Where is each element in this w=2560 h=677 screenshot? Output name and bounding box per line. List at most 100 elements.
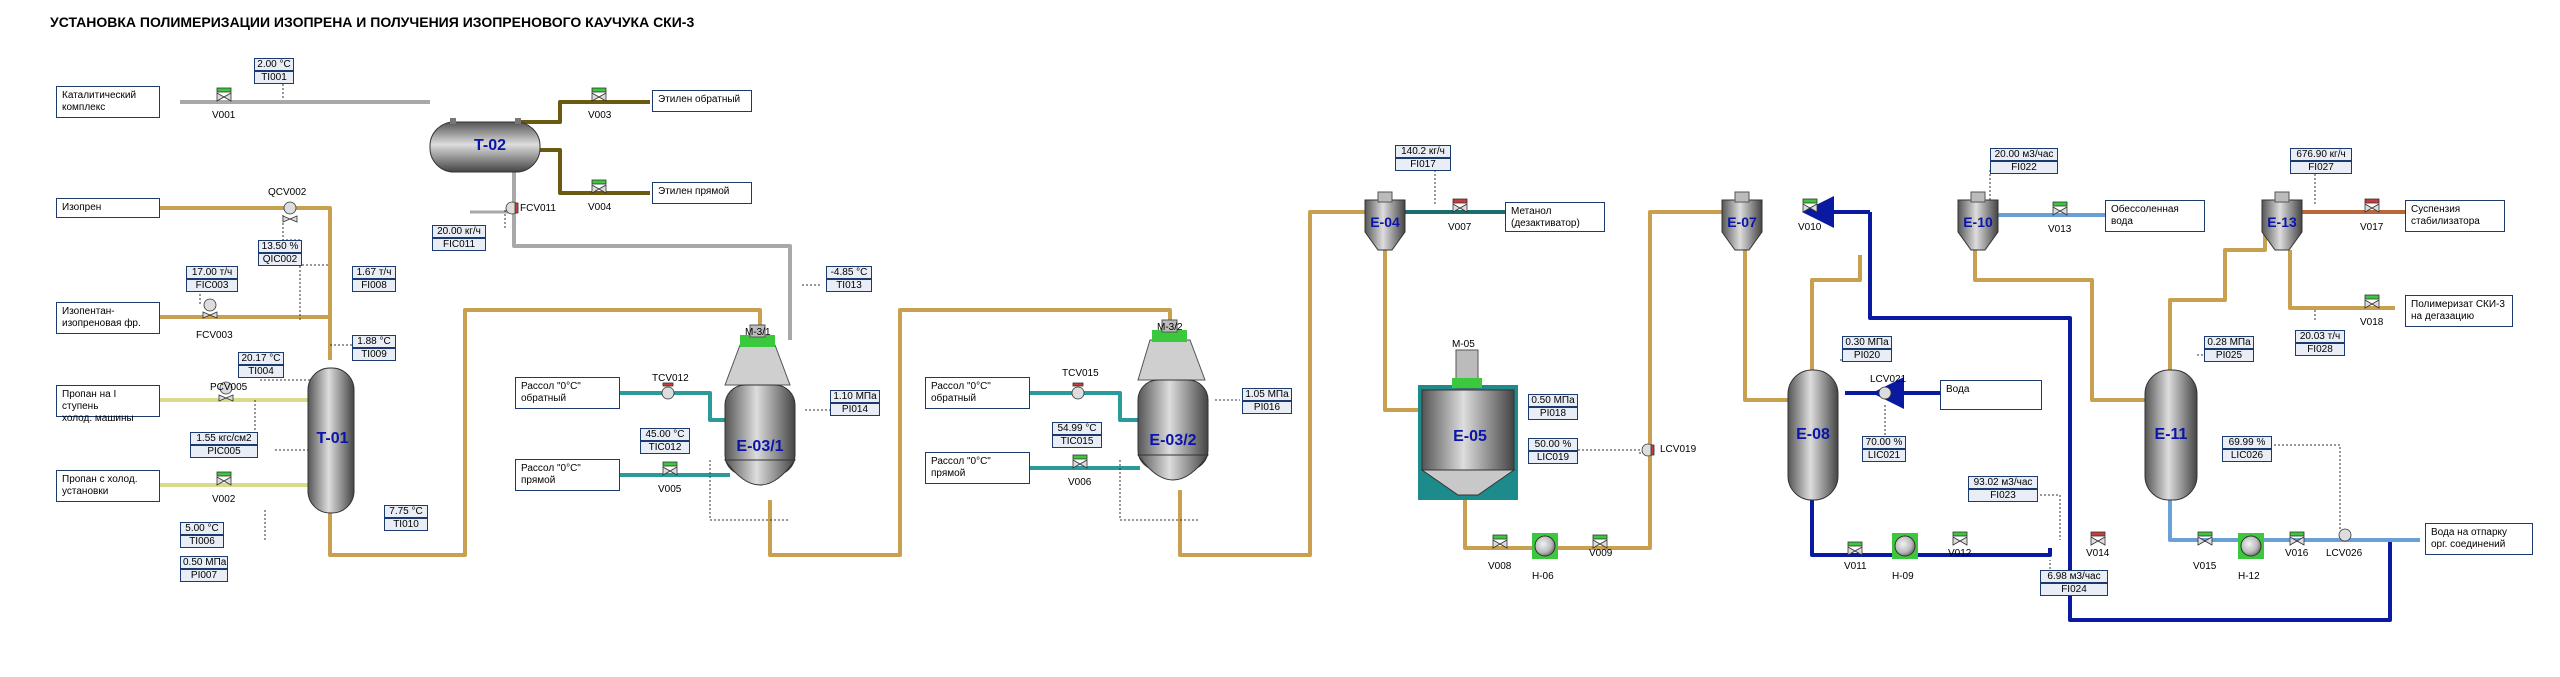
pipe-e13-out	[2288, 250, 2395, 310]
readout-fi017-value[interactable]: 140.2 кг/ч	[1395, 145, 1451, 158]
stream-suspension[interactable]: Суспензия стабилизатора	[2405, 200, 2505, 232]
valve-pcv005[interactable]: PCV005	[210, 382, 248, 393]
readout-pi014-value[interactable]: 1.10 МПа	[830, 390, 880, 403]
valve-tcv012[interactable]: TCV012	[652, 373, 689, 384]
stream-ethylene-direct[interactable]: Этилен прямой	[652, 182, 752, 204]
readout-lic019-value[interactable]: 50.00 %	[1528, 438, 1578, 451]
valve-fcv003[interactable]: FCV003	[196, 330, 233, 341]
valve-lcv021[interactable]: LCV021	[1870, 374, 1907, 385]
vessel-e05-label[interactable]: E-05	[1453, 428, 1487, 445]
valve-v007[interactable]: V007	[1448, 222, 1472, 233]
stream-brine-direct-2[interactable]: Рассол "0°С" прямой	[925, 452, 1030, 484]
vessel-e07-label[interactable]: E-07	[1727, 214, 1757, 230]
readout-pic005-tag: PIC005	[190, 445, 258, 458]
stream-catalyst[interactable]: Каталитический комплекс	[56, 86, 160, 118]
readout-pi016-value[interactable]: 1.05 МПа	[1242, 388, 1292, 401]
stream-demin-water[interactable]: Обессоленная вода	[2105, 200, 2205, 232]
readout-pi018-tag: PI018	[1528, 407, 1578, 420]
pipe-brine2-return	[1030, 391, 1140, 422]
readout-fic003-value[interactable]: 17.00 т/ч	[186, 266, 238, 279]
valve-v015[interactable]: V015	[2193, 561, 2217, 572]
valve-v002[interactable]: V002	[212, 494, 236, 505]
readout-ti001-value[interactable]: 2.00 °C	[254, 58, 294, 71]
readout-fi022-tag: FI022	[1990, 161, 2058, 174]
stream-water[interactable]: Вода	[1940, 380, 2042, 410]
readout-fi024-value[interactable]: 6.98 м3/час	[2040, 570, 2108, 583]
stream-propane2[interactable]: Пропан с холод. установки	[56, 470, 160, 502]
stream-to-stripping[interactable]: Вода на отпарку орг. соединений	[2425, 523, 2533, 555]
readout-fi023-value[interactable]: 93.02 м3/час	[1968, 476, 2038, 489]
readout-pi025-value[interactable]: 0.28 МПа	[2204, 336, 2254, 349]
valve-fcv011[interactable]: FCV011	[520, 203, 556, 214]
vessel-e032-label[interactable]: E-03/2	[1149, 432, 1197, 449]
vessel-e13-label[interactable]: E-13	[2267, 214, 2297, 230]
valve-v012[interactable]: V012	[1948, 548, 1972, 559]
readout-ti010-value[interactable]: 7.75 °C	[384, 505, 428, 518]
stream-propane1[interactable]: Пропан на I ступень холод. машины	[56, 385, 160, 424]
valve-v009[interactable]: V009	[1589, 548, 1613, 559]
stream-isoprene[interactable]: Изопрен	[56, 198, 160, 218]
valve-v010[interactable]: V010	[1798, 222, 1822, 233]
pipe-e04-e05	[1383, 250, 1420, 412]
valve-v003[interactable]: V003	[588, 110, 612, 121]
readout-ti006-value[interactable]: 5.00 °C	[180, 522, 224, 535]
readout-ti013-tag: TI013	[826, 279, 872, 292]
vessel-e08-label[interactable]: E-08	[1796, 426, 1830, 443]
readout-qic002-value[interactable]: 13.50 %	[258, 240, 302, 253]
valve-v013[interactable]: V013	[2048, 224, 2072, 235]
valve-v001[interactable]: V001	[212, 110, 236, 121]
vessel-t02-label[interactable]: T-02	[473, 137, 506, 154]
stream-methanol[interactable]: Метанол (дезактиватор)	[1505, 202, 1605, 232]
vessel-e10-label[interactable]: E-10	[1963, 214, 1993, 230]
stream-brine-return-1[interactable]: Рассол "0°С" обратный	[515, 377, 620, 409]
readout-pi007-value[interactable]: 0.50 МПа	[180, 556, 228, 569]
readout-ti009-value[interactable]: 1.88 °C	[352, 335, 396, 348]
pipe-t01-out	[328, 308, 762, 557]
readout-pic005-value[interactable]: 1.55 кгс/см2	[190, 432, 258, 445]
readout-ti004-tag: TI004	[238, 365, 284, 378]
readout-fi027-value[interactable]: 676.90 кг/ч	[2290, 148, 2352, 161]
readout-fic011-tag: FIC011	[432, 238, 486, 251]
vessel-e031-label[interactable]: E-03/1	[736, 438, 784, 455]
valve-v004[interactable]: V004	[588, 202, 612, 213]
valve-lcv019[interactable]: LCV019	[1660, 444, 1697, 455]
valve-lcv026[interactable]: LCV026	[2326, 548, 2363, 559]
valve-v016[interactable]: V016	[2285, 548, 2309, 559]
valve-v006[interactable]: V006	[1068, 477, 1092, 488]
stream-isopentane[interactable]: Изопентан- изопреновая фр.	[56, 302, 160, 334]
mixer-m31-label: M-3/1	[745, 327, 771, 338]
valve-v005[interactable]: V005	[658, 484, 682, 495]
readout-lic026-value[interactable]: 69.99 %	[2222, 436, 2272, 449]
readout-pi018-value[interactable]: 0.50 МПа	[1528, 394, 1578, 407]
readout-ti013-value[interactable]: -4.85 °C	[826, 266, 872, 279]
readout-ti006-tag: TI006	[180, 535, 224, 548]
valve-v008[interactable]: V008	[1488, 561, 1512, 572]
stream-brine-return-2[interactable]: Рассол "0°С" обратный	[925, 377, 1030, 409]
readout-pi014-tag: PI014	[830, 403, 880, 416]
valve-v014[interactable]: V014	[2086, 548, 2110, 559]
vessel-t01-label[interactable]: T-01	[316, 430, 349, 447]
valve-qcv002[interactable]: QCV002	[268, 187, 307, 198]
readout-tic015-value[interactable]: 54.99 °C	[1052, 422, 1102, 435]
readout-ti004-value[interactable]: 20.17 °C	[238, 352, 284, 365]
readout-fi008-value[interactable]: 1.67 т/ч	[352, 266, 396, 279]
vessel-e04-label[interactable]: E-04	[1370, 214, 1400, 230]
readout-fic003-tag: FIC003	[186, 279, 238, 292]
readout-fi008-tag: FI008	[352, 279, 396, 292]
readout-pi020-value[interactable]: 0.30 МПа	[1842, 336, 1892, 349]
valve-v011[interactable]: V011	[1844, 561, 1867, 572]
stream-brine-direct-1[interactable]: Рассол "0°С" прямой	[515, 459, 620, 491]
stream-ethylene-return[interactable]: Этилен обратный	[652, 90, 752, 112]
pump-h09-label: H-09	[1892, 571, 1914, 582]
readout-lic021-value[interactable]: 70.00 %	[1862, 436, 1906, 449]
valve-v017[interactable]: V017	[2360, 222, 2384, 233]
readout-fic011-value[interactable]: 20.00 кг/ч	[432, 225, 486, 238]
readout-fi022-value[interactable]: 20.00 м3/час	[1990, 148, 2058, 161]
stream-polymerizate[interactable]: Полимеризат СКИ-3 на дегазацию	[2405, 295, 2513, 327]
vessel-e11-label[interactable]: E-11	[2154, 426, 2188, 443]
readout-tic012-value[interactable]: 45.00 °C	[640, 428, 690, 441]
valve-tcv015[interactable]: TCV015	[1062, 368, 1099, 379]
readout-fi028-value[interactable]: 20.03 т/ч	[2295, 330, 2345, 343]
valve-v018[interactable]: V018	[2360, 317, 2384, 328]
